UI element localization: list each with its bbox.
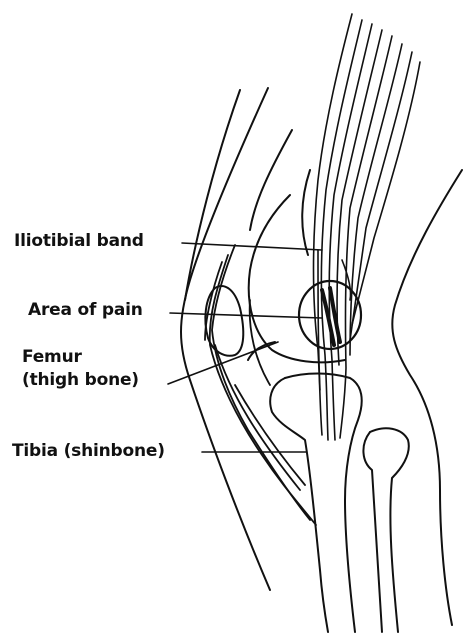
label-thigh-bone: (thigh bone) <box>22 370 139 391</box>
label-femur: Femur <box>22 347 82 368</box>
iliotibial-band-fibres <box>314 14 421 440</box>
fibula-bone <box>363 428 408 632</box>
label-area-of-pain: Area of pain <box>28 300 143 321</box>
tibia-bone <box>270 374 362 633</box>
skin-outline <box>181 88 462 625</box>
label-tibia: Tibia (shinbone) <box>12 441 165 462</box>
posterior-tendons <box>205 245 316 525</box>
leader-iliotibial-band <box>182 243 322 250</box>
label-iliotibial-band: Iliotibial band <box>14 231 144 252</box>
